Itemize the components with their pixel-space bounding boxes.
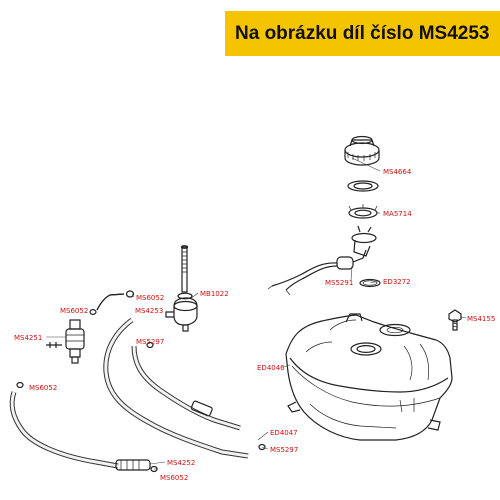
label-ms6052-b[interactable]: MS6052 — [60, 307, 88, 315]
sender-wire-harness — [267, 262, 338, 296]
label-mb1022[interactable]: MB1022 — [200, 290, 229, 298]
label-ed3272[interactable]: ED3272 — [383, 278, 411, 286]
banner-text: Na obrázku díl číslo MS4253 — [235, 23, 490, 44]
label-ma5714[interactable]: MA5714 — [383, 210, 412, 218]
fuel-hose-curved[interactable] — [89, 293, 125, 316]
label-ms4251[interactable]: MS4251 — [14, 334, 42, 342]
fuel-hose-long-middle[interactable] — [103, 317, 249, 459]
label-ed4047[interactable]: ED4047 — [270, 429, 298, 437]
fuel-level-sender[interactable] — [336, 225, 377, 270]
label-ms4664[interactable]: MS4664 — [383, 168, 412, 176]
valve-hose-clamp[interactable] — [125, 290, 135, 298]
fuel-hose-long-left[interactable] — [9, 381, 158, 473]
fuel-sender-lock-ring[interactable] — [348, 204, 378, 219]
label-ms4155[interactable]: MS4155 — [467, 315, 495, 323]
fuel-hose-long-right[interactable] — [131, 341, 266, 451]
fuel-valve[interactable] — [165, 245, 198, 332]
tank-mounting-bolt[interactable] — [448, 309, 462, 331]
part-number-banner: Na obrázku díl číslo MS4253 — [225, 11, 500, 56]
label-ms6052-a[interactable]: MS6052 — [136, 294, 164, 302]
fuel-tank[interactable] — [285, 313, 453, 441]
label-ms6052-d[interactable]: MS6052 — [160, 474, 188, 482]
label-ms5297-mid[interactable]: MS5297 — [136, 338, 164, 346]
part-labels: MS4664 MA5714 ED3272 MS5291 MS4155 ED404… — [14, 168, 495, 482]
label-ed4046[interactable]: ED4046 — [257, 364, 285, 372]
leader-lines — [46, 157, 467, 470]
sender-o-ring[interactable] — [359, 278, 381, 288]
fuel-cap[interactable] — [344, 135, 380, 166]
label-ms5291[interactable]: MS5291 — [325, 279, 353, 287]
fuel-cap-gasket-ring[interactable] — [347, 180, 379, 192]
label-ms5297-bottom[interactable]: MS5297 — [270, 446, 298, 454]
label-ms4252[interactable]: MS4252 — [167, 459, 195, 467]
fuel-filter[interactable] — [46, 319, 85, 364]
label-ms6052-c[interactable]: MS6052 — [29, 384, 57, 392]
label-ms4253[interactable]: MS4253 — [135, 307, 163, 315]
